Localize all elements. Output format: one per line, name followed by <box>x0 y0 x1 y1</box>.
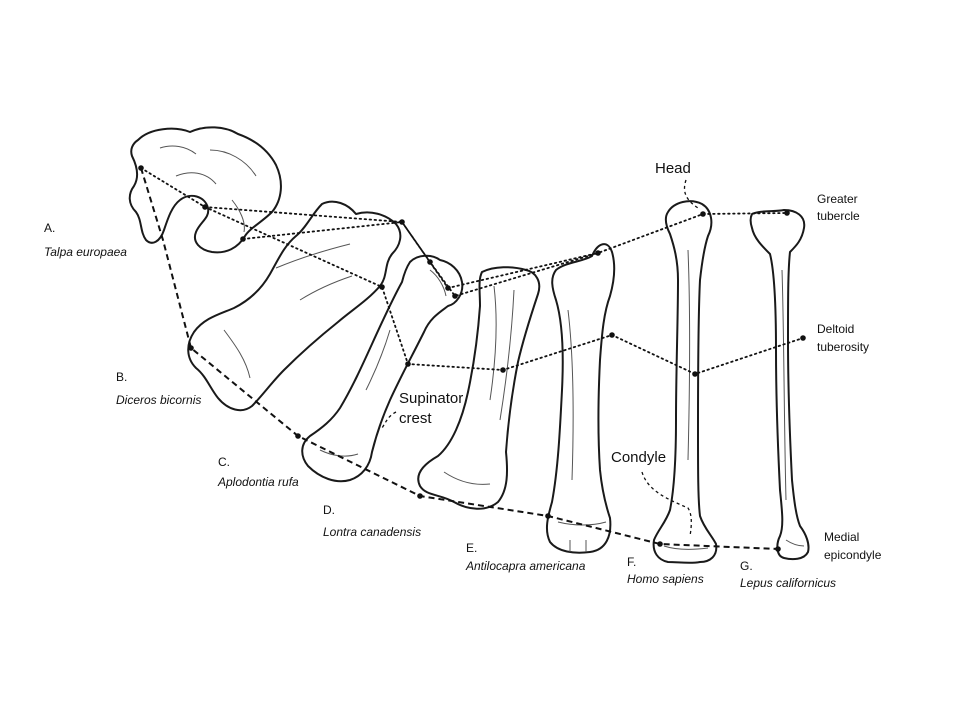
landmark-point <box>452 293 458 299</box>
landmark-point <box>445 285 451 291</box>
head-line <box>140 167 788 298</box>
bone-aplodontia-rufa <box>301 254 464 483</box>
landmark-point <box>188 345 194 351</box>
greater-tubercle-line <box>242 221 599 290</box>
label-condyle: Condyle <box>611 449 666 466</box>
species-name-b: Diceros bicornis <box>116 393 201 407</box>
bone-homo-sapiens <box>652 200 718 564</box>
species-letter-e: E. <box>466 541 477 555</box>
landmark-point <box>379 284 385 290</box>
head-leader <box>683 179 699 209</box>
landmark-point <box>399 219 405 225</box>
supinator-crest-leader <box>381 411 397 429</box>
bone-talpa-europaea <box>128 126 282 254</box>
label-deltoid-tuberosity-2: tuberosity <box>817 340 869 354</box>
bone-diceros-bicornis <box>187 200 402 412</box>
landmark-point <box>545 513 551 519</box>
bone-lontra-canadensis <box>417 266 541 510</box>
landmark-point <box>405 361 411 367</box>
landmark-point <box>427 259 433 265</box>
label-deltoid-tuberosity-1: Deltoid <box>817 322 854 336</box>
species-name-a: Talpa europaea <box>44 245 127 259</box>
label-supinator-crest-1: Supinator <box>399 390 463 407</box>
landmark-point <box>657 541 663 547</box>
species-letter-d: D. <box>323 503 335 517</box>
landmark-point <box>295 433 301 439</box>
label-head: Head <box>655 160 691 177</box>
bone-antilocapra-americana <box>545 243 616 554</box>
label-medial-epicondyle-1: Medial <box>824 530 859 544</box>
landmark-point <box>784 210 790 216</box>
species-name-g: Lepus californicus <box>740 576 836 590</box>
landmark-point <box>202 204 208 210</box>
species-name-d: Lontra canadensis <box>323 525 421 539</box>
species-name-f: Homo sapiens <box>627 572 704 586</box>
label-greater-tubercle-1: Greater <box>817 192 858 206</box>
medial-epicondyle-line <box>140 167 779 550</box>
species-letter-a: A. <box>44 221 55 235</box>
label-supinator-crest-2: crest <box>399 410 432 427</box>
landmark-point <box>609 332 615 338</box>
label-medial-epicondyle-2: epicondyle <box>824 548 882 562</box>
landmark-point <box>417 493 423 499</box>
label-greater-tubercle-2: tubercle <box>817 209 860 223</box>
species-letter-b: B. <box>116 370 127 384</box>
species-letter-c: C. <box>218 455 230 469</box>
landmark-point <box>700 211 706 217</box>
species-letter-g: G. <box>740 559 753 573</box>
landmark-point <box>595 250 601 256</box>
landmark-point <box>138 165 144 171</box>
species-name-c: Aplodontia rufa <box>217 475 299 489</box>
landmark-point <box>500 367 506 373</box>
landmark-point <box>692 371 698 377</box>
landmark-points <box>138 165 806 552</box>
landmark-point <box>240 236 246 242</box>
species-letter-f: F. <box>627 555 636 569</box>
condyle-leader <box>641 471 692 537</box>
species-name-e: Antilocapra americana <box>465 559 586 573</box>
landmark-point <box>775 546 781 552</box>
bone-lepus-californicus <box>749 209 810 561</box>
landmark-point <box>800 335 806 341</box>
